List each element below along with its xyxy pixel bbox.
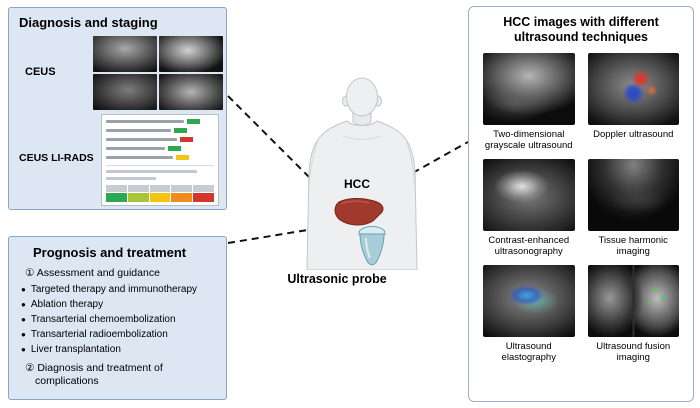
- elastography-image: [483, 265, 575, 337]
- bullet-icon: ●: [21, 285, 26, 294]
- treatment-item-label: Transarterial radioembolization: [30, 329, 168, 340]
- technique-caption: Ultrasound fusion imaging: [596, 341, 671, 363]
- treatment-list-item: ● Ablation therapy: [21, 298, 218, 312]
- treatment-item-label: Ablation therapy: [30, 299, 104, 310]
- lirads-doc-row: [106, 170, 214, 173]
- technique-caption: Ultrasound elastography: [501, 341, 556, 363]
- technique-figure: Tissue harmonic imaging: [587, 159, 679, 258]
- ceus-image-grid: [93, 36, 223, 110]
- complications-item: ② Diagnosis and treatment of complicatio…: [25, 362, 163, 387]
- treatment-item-label: Transarterial chemoembolization: [30, 314, 176, 325]
- fusion-imaging-image: [587, 265, 679, 337]
- ultrasound-techniques-panel: HCC images with different ultrasound tec…: [468, 6, 694, 402]
- body-illustration: [306, 77, 418, 271]
- prognosis-panel-title: Prognosis and treatment: [33, 245, 187, 260]
- ceus-lirads-label: CEUS LI-RADS: [19, 152, 94, 164]
- lirads-doc-row: [106, 128, 214, 133]
- technique-caption: Doppler ultrasound: [593, 129, 674, 140]
- treatment-list-item: ● Transarterial radioembolization: [21, 328, 218, 342]
- bullet-icon: ●: [21, 345, 26, 354]
- bullet-icon: ●: [21, 300, 26, 309]
- techniques-grid: Two-dimensional grayscale ultrasound Dop…: [479, 53, 683, 364]
- ceus-thumbnail-4: [159, 74, 223, 110]
- body-outline: [306, 77, 418, 271]
- technique-figure: Ultrasound elastography: [483, 265, 575, 364]
- bullet-icon: ●: [21, 330, 26, 339]
- tissue-harmonic-image: [587, 159, 679, 231]
- grayscale-ultrasound-image: [483, 53, 575, 125]
- lirads-doc-divider: [106, 165, 214, 166]
- hcc-label: HCC: [344, 177, 370, 191]
- treatment-item-label: Liver transplantation: [30, 344, 121, 355]
- liver-icon: [334, 198, 384, 226]
- ceus-thumbnail-3: [93, 74, 157, 110]
- technique-caption: Two-dimensional grayscale ultrasound: [484, 129, 573, 151]
- ceus-label: CEUS: [25, 66, 56, 78]
- bullet-icon: ●: [21, 315, 26, 324]
- technique-figure: Doppler ultrasound: [587, 53, 679, 152]
- treatment-list-item: ● Liver transplantation: [21, 343, 218, 357]
- contrast-enhanced-ultrasound-image: [483, 159, 575, 231]
- diagnosis-staging-panel: Diagnosis and staging CEUS CEUS LI-RADS: [8, 7, 227, 210]
- diagnosis-panel-title: Diagnosis and staging: [19, 15, 158, 30]
- ultrasonic-probe-label: Ultrasonic probe: [287, 272, 387, 286]
- ultrasound-probe-icon: [358, 226, 386, 266]
- ceus-lirads-document: [101, 114, 219, 206]
- technique-figure: Two-dimensional grayscale ultrasound: [483, 53, 575, 152]
- treatment-list-item: ● Transarterial chemoembolization: [21, 313, 218, 327]
- technique-caption: Tissue harmonic imaging: [598, 235, 668, 257]
- lirads-doc-row: [106, 177, 214, 180]
- human-body-figure: [287, 76, 437, 271]
- lirads-doc-row: [106, 146, 214, 151]
- ceus-thumbnail-2: [159, 36, 223, 72]
- lirads-doc-row: [106, 119, 214, 124]
- lirads-doc-row: [106, 155, 214, 160]
- treatment-list-item: ● Targeted therapy and immunotherapy: [21, 283, 218, 297]
- lirads-category-table: [106, 185, 214, 202]
- prognosis-treatment-panel: Prognosis and treatment ① Assessment and…: [8, 236, 227, 400]
- treatment-item-label: Targeted therapy and immunotherapy: [30, 284, 198, 295]
- doppler-ultrasound-image: [587, 53, 679, 125]
- technique-figure: Contrast-enhanced ultrasonography: [483, 159, 575, 258]
- technique-figure: Ultrasound fusion imaging: [587, 265, 679, 364]
- techniques-panel-title: HCC images with different ultrasound tec…: [503, 15, 659, 44]
- ceus-thumbnail-1: [93, 36, 157, 72]
- assessment-guidance-item: ① Assessment and guidance: [25, 267, 160, 279]
- connector-liver-to-techniques: [349, 141, 469, 209]
- lirads-doc-row: [106, 137, 214, 142]
- technique-caption: Contrast-enhanced ultrasonography: [488, 235, 570, 257]
